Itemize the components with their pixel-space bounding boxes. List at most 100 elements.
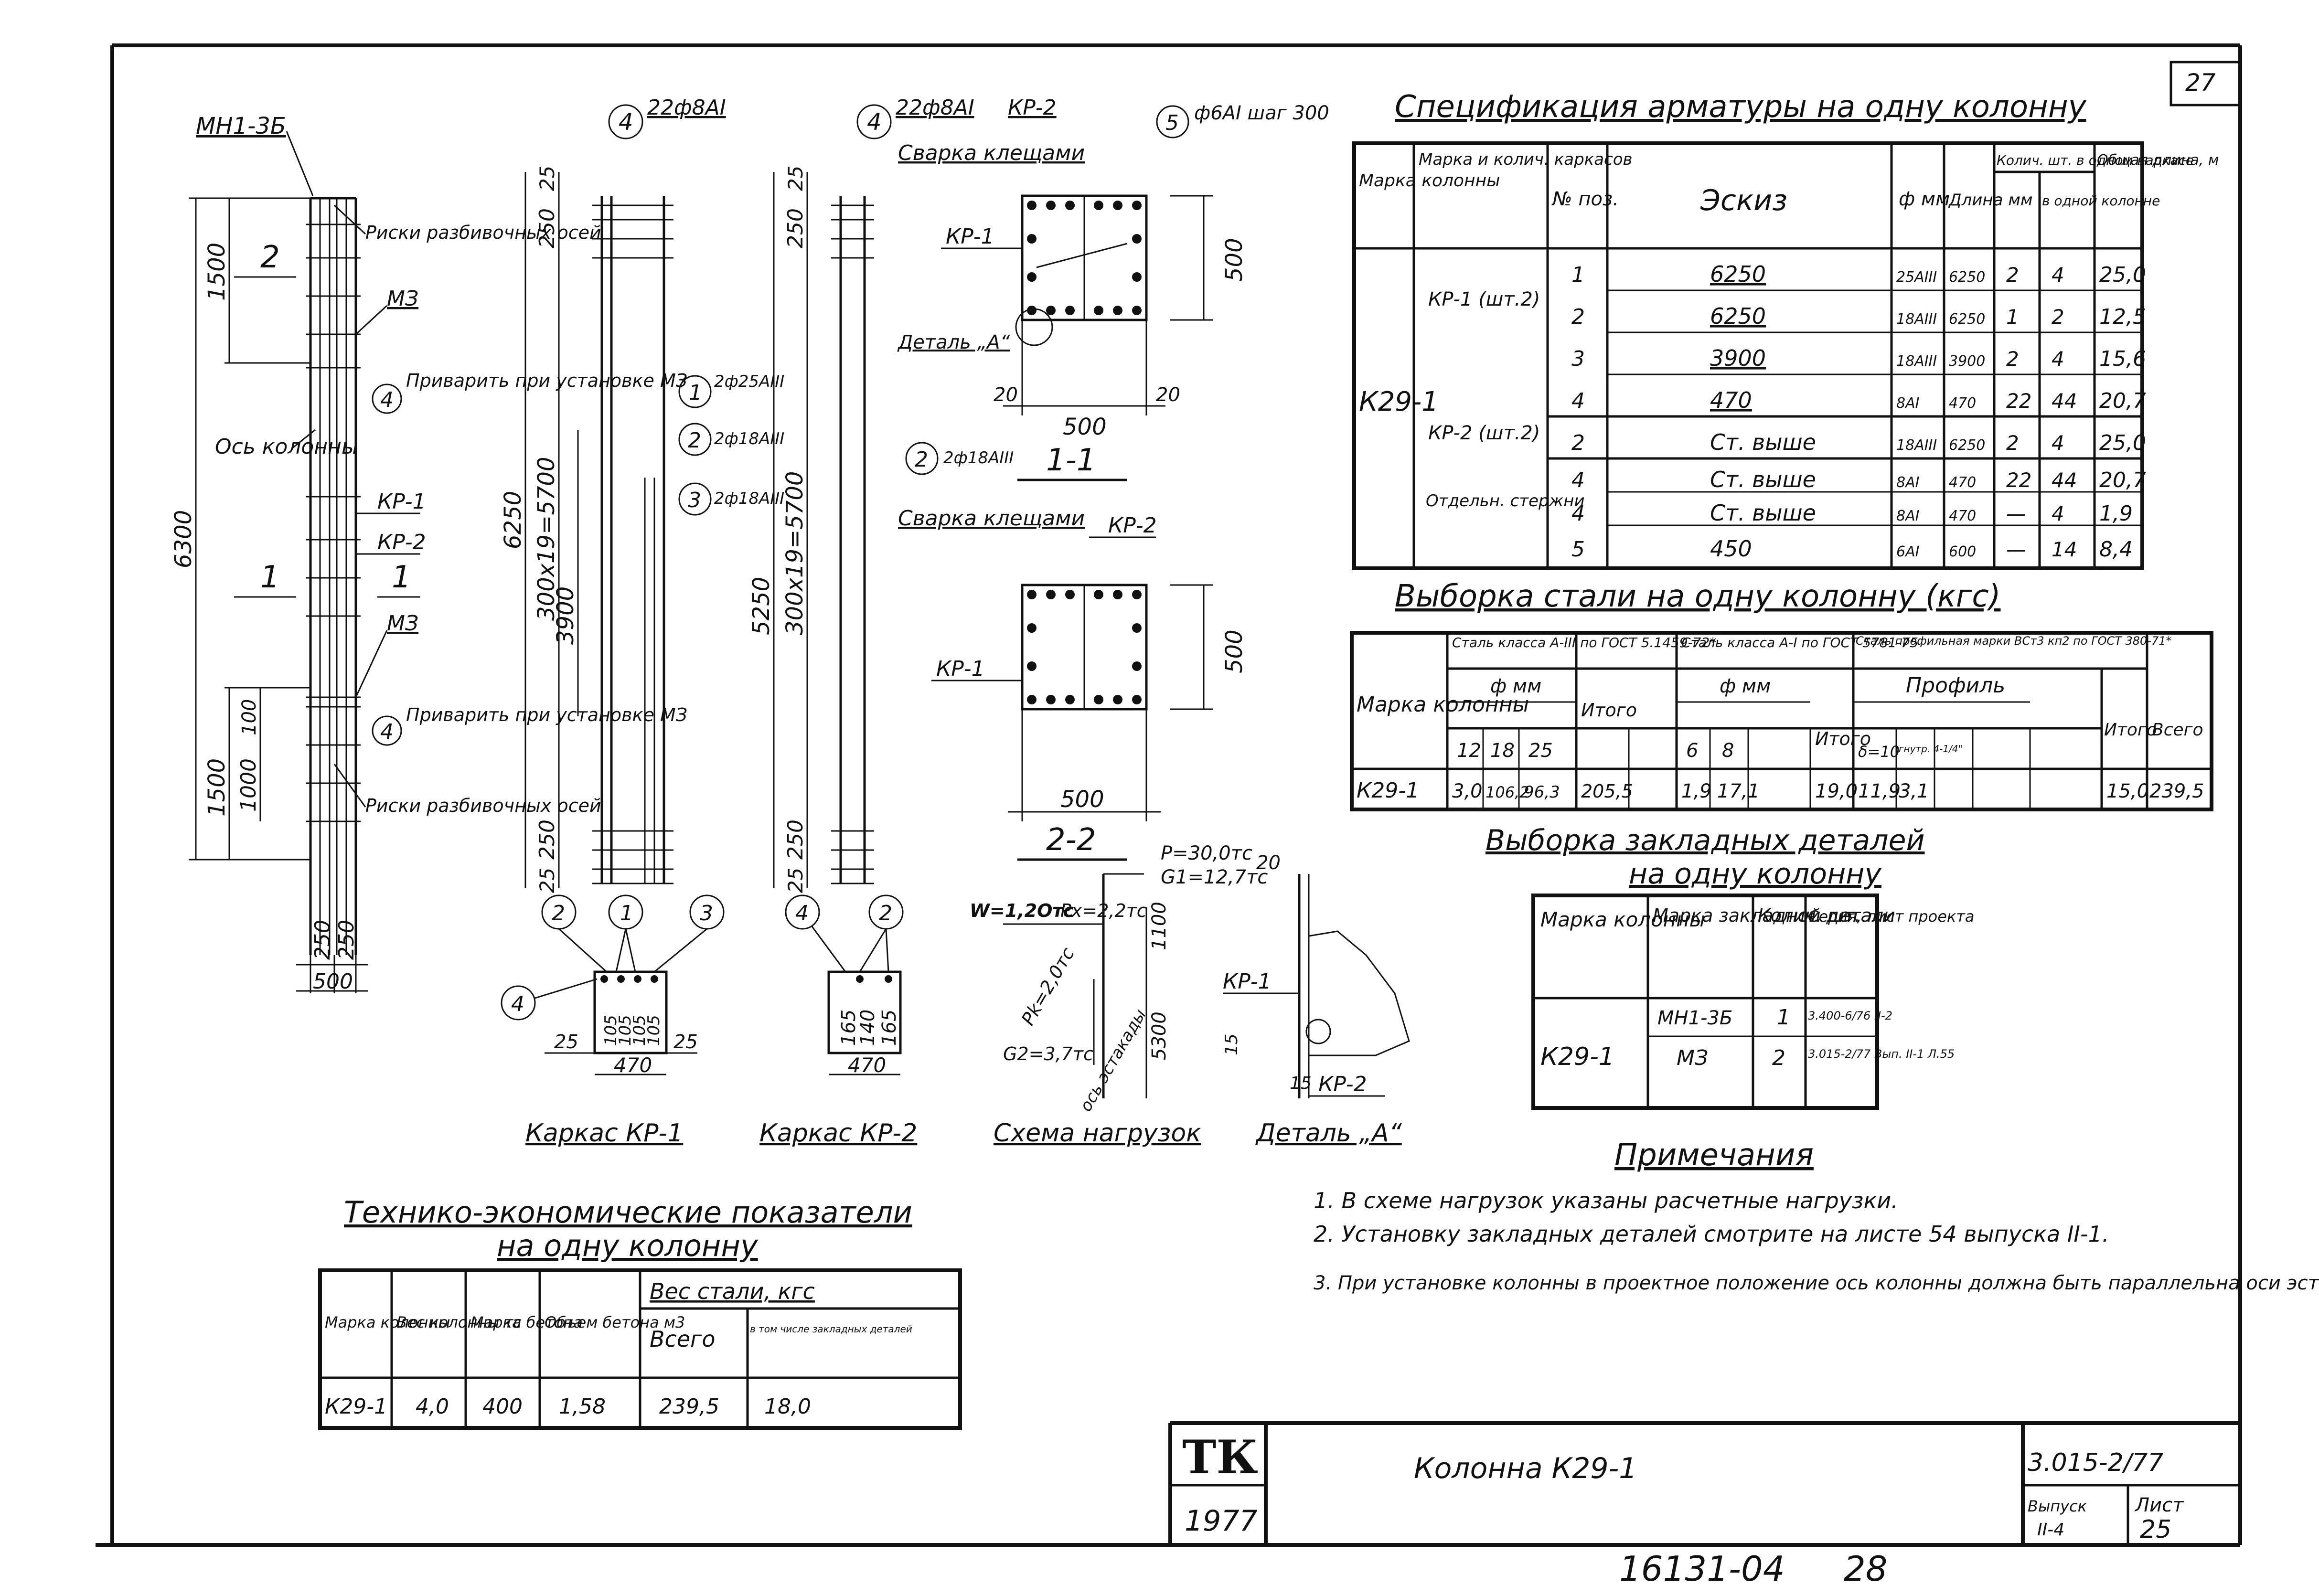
note-2: 2. Установку закладных деталей смотрите … xyxy=(1314,1221,2109,1247)
tech-row-steel-total: 239,5 xyxy=(659,1394,719,1419)
note-1: 1. В схеме нагрузок указаны расчетные на… xyxy=(1314,1188,1898,1213)
dim-25-bottom: 25 xyxy=(535,868,559,893)
bar2-label: 2ф18АIII xyxy=(714,429,784,448)
f2-dim-165-r: 165 xyxy=(878,1010,900,1046)
bar4-label: 22ф8АI xyxy=(647,96,726,120)
spec-group-sep: Отдельн. стержни xyxy=(1426,491,1585,511)
kr2-m2-label: 2 xyxy=(915,447,928,472)
load-g1: G1=12,7тс xyxy=(1161,866,1268,888)
spec-h-kark: Марка и колич. каркасов xyxy=(1419,150,1633,169)
m4-top: 4 xyxy=(619,109,633,136)
tech-h-volume: Объем бетона м3 xyxy=(545,1313,685,1331)
spec-row-8-d: 6АI xyxy=(1896,543,1920,560)
spec-row-2-q1: 1 xyxy=(2006,305,2019,329)
load-g2: G2=3,7тс xyxy=(1003,1043,1093,1064)
s22-kr1: КР-1 xyxy=(936,657,985,681)
spec-row-3-q1: 2 xyxy=(2006,347,2019,371)
spec-row-5-pos: 2 xyxy=(1571,431,1585,455)
tb-name: Колонна К29-1 xyxy=(1414,1452,1637,1485)
spec-row-8-q2: 14 xyxy=(2052,538,2077,561)
emb-h-part: Марка закладной детали xyxy=(1653,905,1895,926)
spec-row-6-sketch: Ст. выше xyxy=(1710,467,1816,492)
emb-qty-1: 1 xyxy=(1777,1005,1790,1030)
da-dim-20: 20 xyxy=(1256,852,1281,874)
embedded-table: Выборка закладных деталей на одну колонн… xyxy=(1485,824,1974,1110)
f1-dim-105-c: 105 xyxy=(630,1015,649,1046)
s22-title: 2-2 xyxy=(1046,822,1096,858)
dim-1500-bottom: 1500 xyxy=(203,758,230,817)
tech-h-steel: Вес стали, кгс xyxy=(650,1278,815,1304)
f2-dim-470: 470 xyxy=(848,1053,886,1077)
spec-h-d: ф мм xyxy=(1899,188,1950,210)
spec-row-3-sketch: 3900 xyxy=(1710,345,1766,371)
tech-h-mark: Марка колонны xyxy=(325,1313,450,1331)
spec-h-mark: Марка колонны xyxy=(1359,171,1500,191)
steel-h-fmm: ф мм xyxy=(1490,675,1541,697)
steel-table: Выборка стали на одну колонну (кгс) xyxy=(1350,579,2213,811)
s11-dim-20-r: 20 xyxy=(1156,384,1180,406)
tech-row-mark: К29-1 xyxy=(325,1394,387,1419)
steel-h-profile: Профиль xyxy=(1906,673,2005,698)
steel-a3-18: 106,2 xyxy=(1485,783,1529,801)
steel-a1-6: 1,9 xyxy=(1681,780,1712,802)
tech-title-1: Технико-экономические показатели xyxy=(344,1195,912,1230)
tb-series: 3.015-2/77 xyxy=(2028,1448,2163,1477)
s11-weld-label: Сварка клещами xyxy=(898,141,1085,165)
s11-bar5: ф6АI шаг 300 xyxy=(1194,102,1329,124)
spec-h-sketch: Эскиз xyxy=(1700,184,1787,217)
spec-row-1-q1: 2 xyxy=(2006,263,2019,287)
steel-h-total: Всего xyxy=(2152,720,2203,740)
spec-row-4-q1: 22 xyxy=(2006,389,2031,413)
dim-100: 100 xyxy=(238,699,260,735)
spec-row-6-d: 8АI xyxy=(1896,474,1920,491)
f1-m3: 3 xyxy=(700,901,713,926)
steel-h-fmm2: ф мм xyxy=(1720,675,1771,697)
da-kr2: КР-2 xyxy=(1318,1072,1367,1096)
dim-300x19: 300x19=5700 xyxy=(533,457,560,621)
section-1-1: Сварка клещами 5 ф6АI шаг 300 КР-1 Детал… xyxy=(897,102,1329,481)
spec-row-8-sketch: 450 xyxy=(1710,536,1752,562)
load-caption: Схема нагрузок xyxy=(994,1119,1201,1148)
tech-row-steel-emb: 18,0 xyxy=(764,1394,811,1419)
da-kr1: КР-1 xyxy=(1223,969,1272,994)
kr2-label: КР-2 xyxy=(377,530,426,554)
spec-row-1-q2: 4 xyxy=(2052,263,2064,287)
kr2-dim-5250: 5250 xyxy=(748,577,775,635)
bar3-label: 2ф18АIII xyxy=(714,489,784,508)
bottom-code: 16131-04 xyxy=(1619,1549,1785,1589)
steel-a3-25: 96,3 xyxy=(1524,783,1560,802)
f2-dim-140: 140 xyxy=(857,1010,879,1046)
s22-kr2: КР-2 xyxy=(1108,513,1157,538)
notes-title: Примечания xyxy=(1614,1138,1814,1173)
zone-2: 2 xyxy=(260,240,280,275)
spec-row-8-len: 600 xyxy=(1949,543,1976,560)
steel-prof-total: 15,0 xyxy=(2106,780,2149,802)
weld-note-top: Приварить при установке МЗ xyxy=(406,370,687,391)
spec-h-len: Длина мм xyxy=(1948,191,2033,210)
kr2-dim-300x19: 300x19=5700 xyxy=(781,471,808,635)
f1-dim-105-a: 105 xyxy=(601,1015,620,1046)
spec-row-3-len: 3900 xyxy=(1949,353,1985,370)
kr2-bar4-label: 22ф8АI xyxy=(896,96,974,120)
cage-kr2-elevation: 4 22ф8АI КР-2 25 250 5250 300x19=5700 25… xyxy=(748,96,1057,893)
spec-row-5-q1: 2 xyxy=(2006,431,2019,455)
spec-row-5-total: 25,0 xyxy=(2099,431,2146,455)
mark-4-top: 4 xyxy=(380,388,394,412)
spec-row-8-q1: — xyxy=(2006,538,2026,561)
s11-dim-20-l: 20 xyxy=(994,384,1018,406)
da-dim-15b: 15 xyxy=(1290,1074,1312,1093)
bar1-label: 2ф25АIII xyxy=(714,372,784,391)
dim-6250: 6250 xyxy=(500,491,526,549)
load-w: W=1,2Отс xyxy=(970,900,1074,921)
s22-weld-label: Сварка клещами xyxy=(898,506,1085,531)
f1-dim-25-l: 25 xyxy=(554,1031,578,1053)
m3-label: 3 xyxy=(688,488,701,512)
steel-title: Выборка стали на одну колонну (кгс) xyxy=(1395,579,2001,614)
tech-h-steel-total: Всего xyxy=(650,1326,715,1352)
spec-row-1-sketch: 6250 xyxy=(1710,261,1766,287)
f2-m4: 4 xyxy=(795,901,809,926)
tech-title-2: на одну колонну xyxy=(497,1228,759,1263)
spec-title: Спецификация арматуры на одну колонну xyxy=(1395,89,2087,125)
spec-row-2-pos: 2 xyxy=(1571,305,1585,329)
